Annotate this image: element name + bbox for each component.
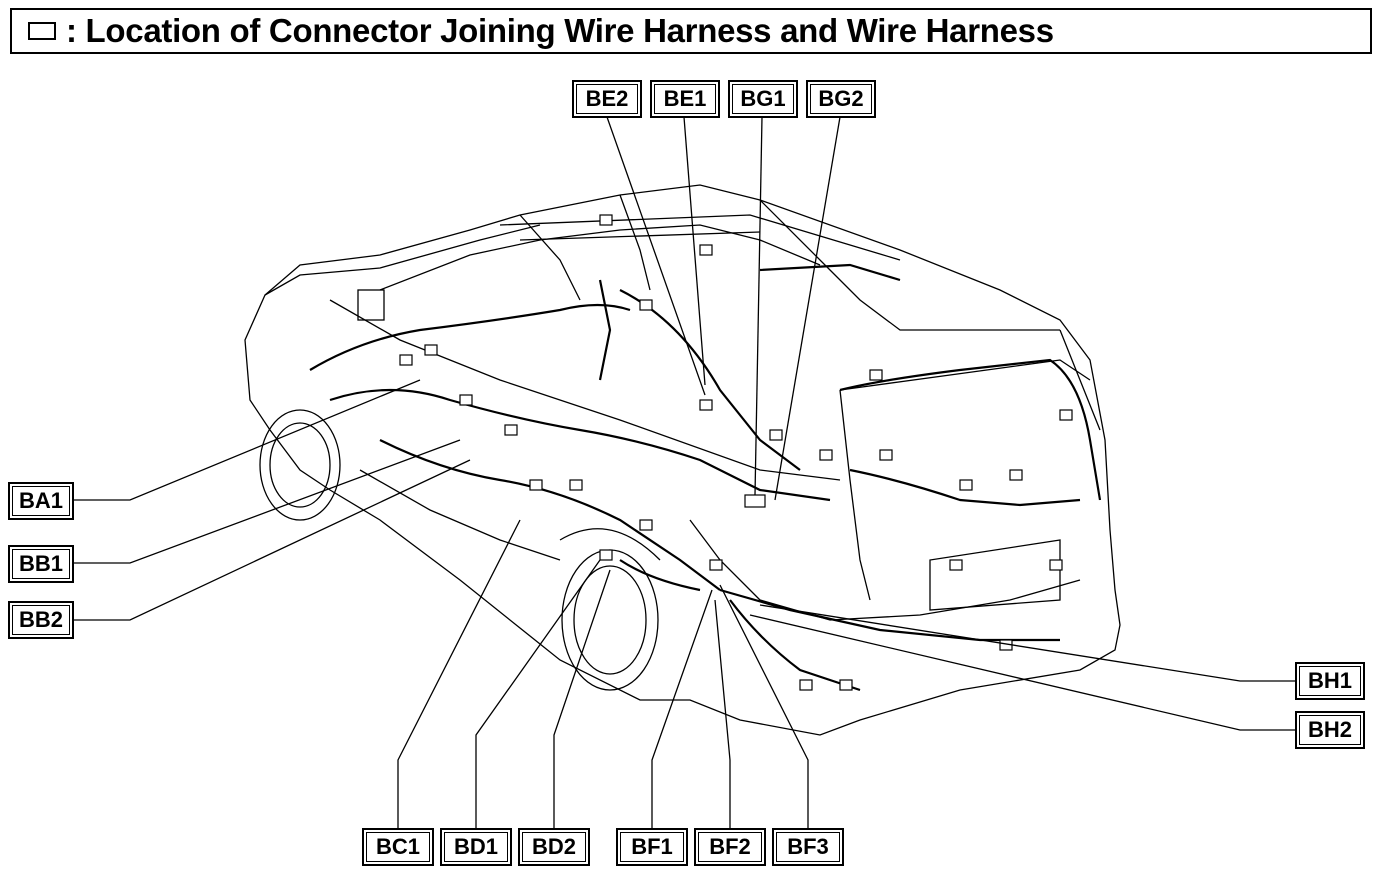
connector-blocks: [399, 214, 1073, 691]
leader-lines: [72, 116, 1295, 830]
label-bg1: BG1: [728, 80, 798, 118]
title-bar: : Location of Connector Joining Wire Har…: [10, 8, 1372, 54]
label-bg2: BG2: [806, 80, 876, 118]
page-title: : Location of Connector Joining Wire Har…: [66, 12, 1054, 49]
label-ba1: BA1: [8, 482, 74, 520]
label-bc1: BC1: [362, 828, 434, 866]
connector-symbol-icon: [28, 22, 56, 40]
label-bh1: BH1: [1295, 662, 1365, 700]
label-bh2: BH2: [1295, 711, 1365, 749]
label-bb1: BB1: [8, 545, 74, 583]
label-bf1: BF1: [616, 828, 688, 866]
label-bf2: BF2: [694, 828, 766, 866]
label-bd1: BD1: [440, 828, 512, 866]
label-be1: BE1: [650, 80, 720, 118]
vehicle-outline: [244, 184, 1121, 736]
wire-harness: [309, 263, 1102, 692]
label-be2: BE2: [572, 80, 642, 118]
label-bb2: BB2: [8, 601, 74, 639]
label-bd2: BD2: [518, 828, 590, 866]
label-bf3: BF3: [772, 828, 844, 866]
